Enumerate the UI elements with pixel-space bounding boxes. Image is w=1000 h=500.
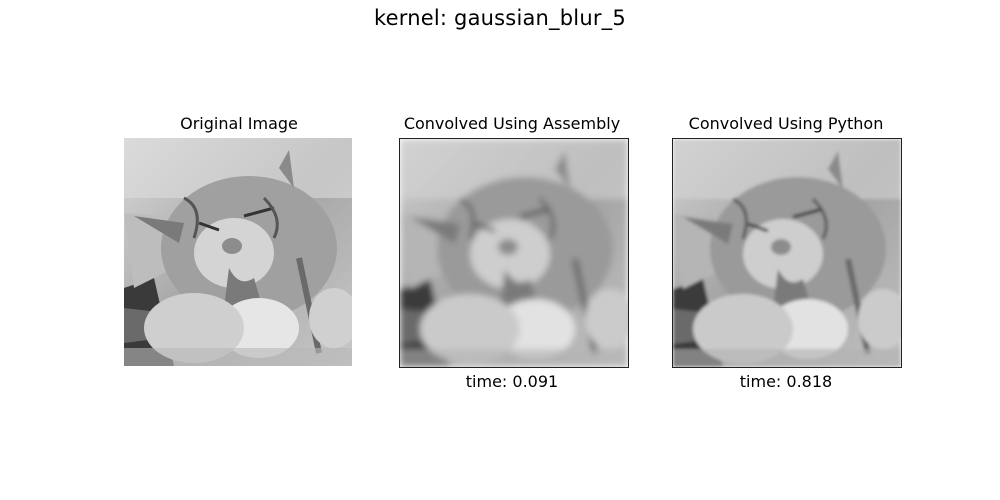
panel-title-python: Convolved Using Python (688, 114, 884, 133)
panel-original: Original Image (124, 114, 354, 366)
python-image (672, 138, 902, 368)
panel-title-assembly: Convolved Using Assembly (403, 114, 621, 133)
cat-image-original (124, 138, 352, 366)
original-image (124, 138, 352, 366)
figure-suptitle: kernel: gaussian_blur_5 (374, 6, 626, 30)
panel-title-original: Original Image (180, 114, 298, 133)
python-time-caption: time: 0.818 (739, 372, 833, 391)
cat-image-python (673, 139, 901, 367)
assembly-image (399, 138, 629, 368)
cat-image-assembly (400, 139, 628, 367)
panel-python: Convolved Using Python (671, 114, 902, 391)
panel-assembly: Convolved Using Assembly (397, 114, 629, 391)
assembly-time-caption: time: 0.091 (465, 372, 559, 391)
